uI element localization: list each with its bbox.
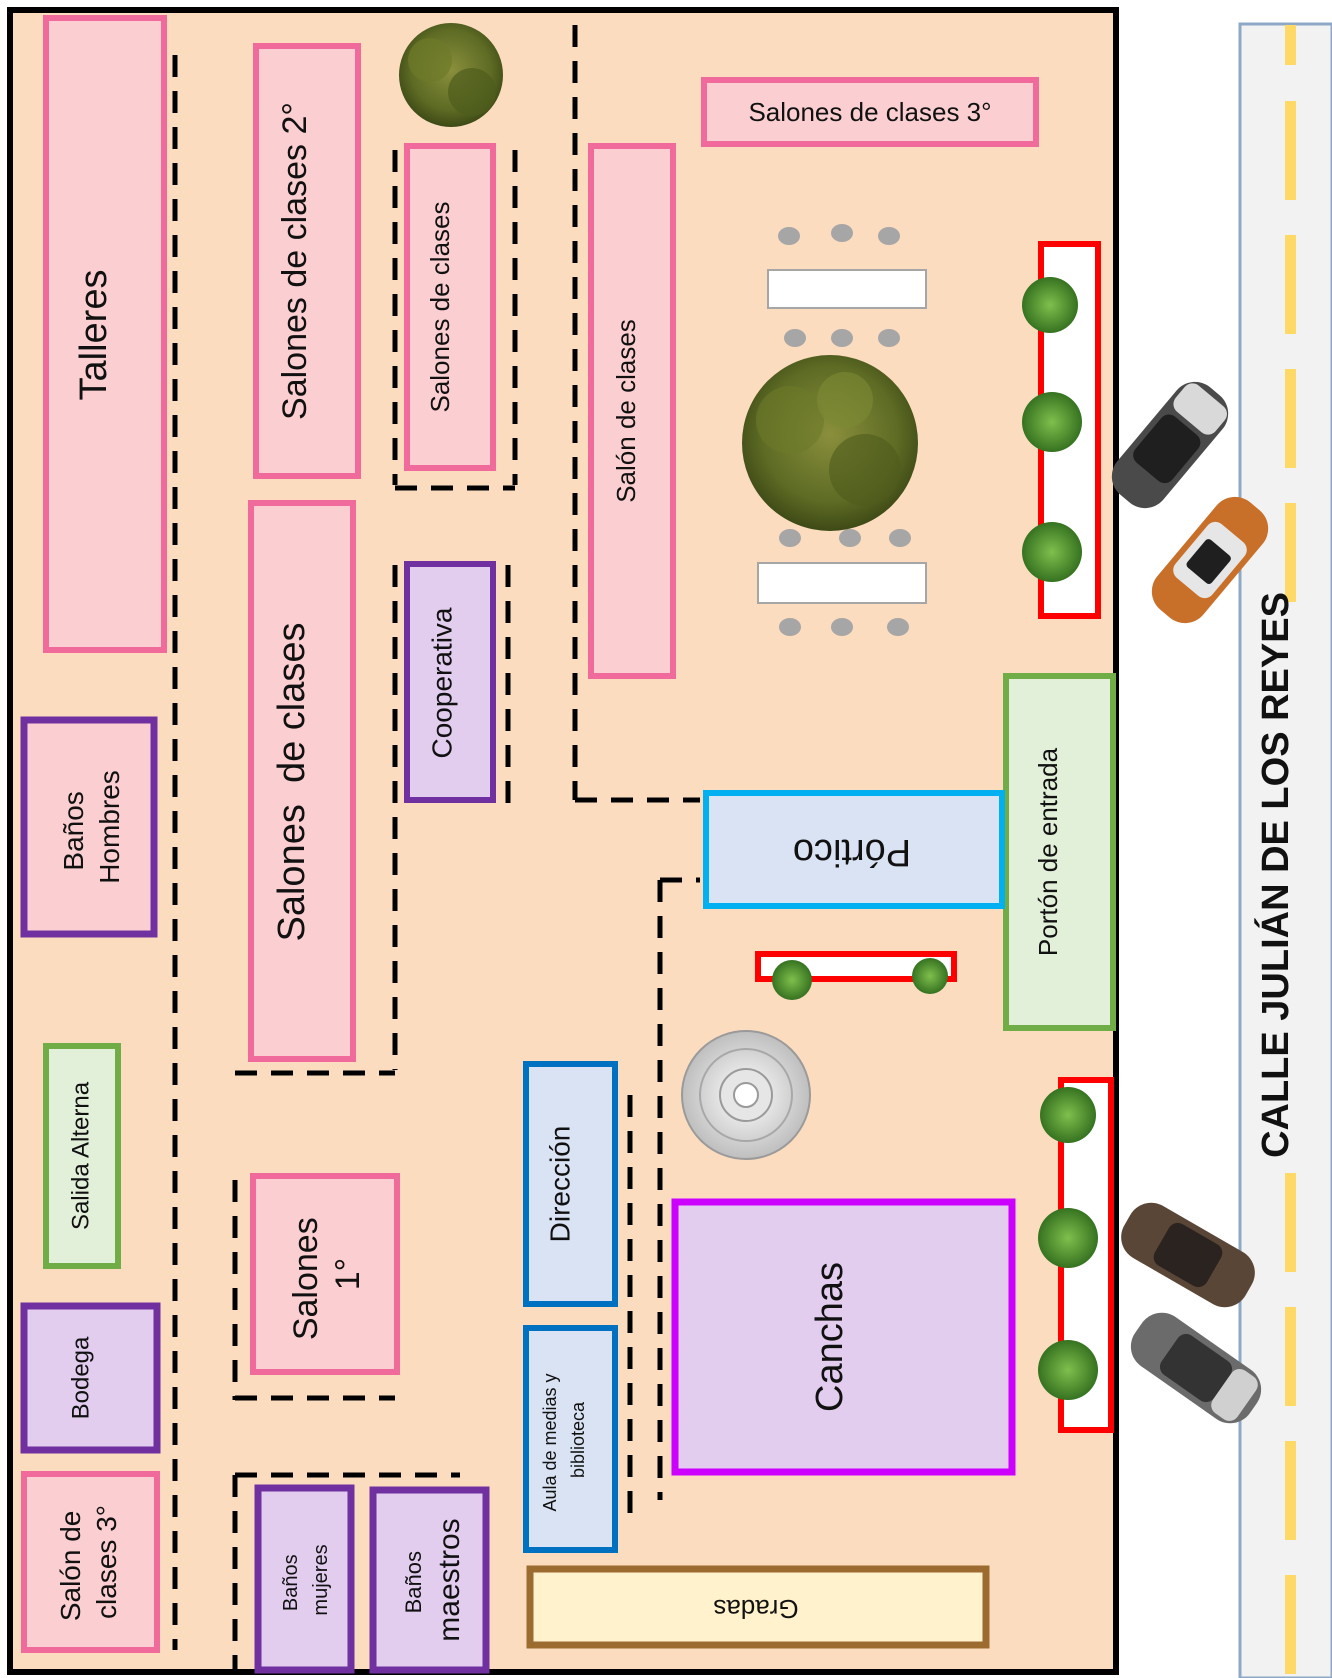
portico-label: Pórtico: [793, 831, 911, 873]
salones-1-line1: Salones: [287, 1217, 325, 1340]
bodega-building: [20, 1302, 161, 1454]
porton-building: [1003, 673, 1116, 1031]
banos-maestros-label: Baños maestros: [401, 1518, 466, 1641]
porton-label: Portón de entrada: [1033, 747, 1063, 956]
shrubs-top: [1022, 277, 1082, 582]
salones-3-top-building: [701, 77, 1039, 147]
car-gray-bottom: [1130, 1312, 1262, 1424]
canchas-label: Canchas: [809, 1262, 851, 1412]
salones-1-building: [250, 1173, 400, 1375]
street-center-line: [1285, 25, 1296, 1674]
car-orange-top: [1151, 496, 1269, 624]
shrubs-middle: [772, 958, 948, 1000]
aula-medias-building: [523, 1325, 618, 1553]
salones-2-label: Salones de clases 2°: [276, 102, 314, 420]
fountain: [681, 1030, 811, 1160]
salones-3-top-label: Salones de clases 3°: [748, 97, 991, 127]
aula-medias-label: Aula de medias y biblioteca: [540, 1368, 588, 1511]
car-gray-top: [1111, 381, 1229, 509]
cooperativa-building: [404, 561, 496, 803]
salon-de-clases-label: Salón de clases: [611, 319, 641, 503]
shrubs-bottom: [1038, 1087, 1098, 1400]
banos-mujeres-line1: Baños: [280, 1554, 302, 1611]
canchas-area: [671, 1198, 1016, 1476]
bodega-label: Bodega: [67, 1336, 94, 1419]
banos-maestros-line2: maestros: [433, 1518, 466, 1641]
banos-hombres-line1: Baños: [58, 791, 89, 870]
banos-hombres-building: [20, 716, 158, 938]
salon-3-bottom-line1: Salón de: [55, 1511, 86, 1622]
salida-alterna-building: [43, 1043, 121, 1269]
walkways: [172, 25, 700, 1670]
salones-1-line2: 1°: [329, 1258, 367, 1291]
banos-hombres-label: Baños Hombres: [58, 770, 125, 884]
banos-mujeres-line2: mujeres: [310, 1544, 332, 1615]
cooperativa-label: Cooperativa: [426, 607, 457, 758]
salones-2-building: [253, 43, 361, 479]
portico-building: [703, 790, 1005, 909]
salones-clases-top-building: [404, 143, 496, 471]
salida-alterna-label: Salida Alterna: [67, 1081, 94, 1230]
patio-seating: [757, 224, 927, 636]
car-brown-bottom: [1121, 1202, 1255, 1308]
direccion-building: [523, 1061, 618, 1307]
direccion-label: Dirección: [544, 1126, 575, 1243]
salones-clases-mid-building: [248, 500, 356, 1062]
street-name: CALLE JULIÁN DE LOS REYES: [1253, 592, 1297, 1158]
salon-3-bottom-building: [21, 1471, 160, 1653]
salon-de-clases-building: [588, 143, 676, 679]
salones-clases-mid-label: Salones de clases: [271, 623, 313, 942]
aula-medias-line1: Aula de medias y: [540, 1373, 560, 1511]
tree-patio: [742, 355, 918, 531]
talleres-label: Talleres: [73, 270, 115, 401]
banos-hombres-line2: Hombres: [94, 770, 125, 884]
banos-maestros-line1: Baños: [401, 1551, 426, 1613]
banos-maestros-building: [369, 1486, 490, 1674]
salon-3-bottom-label: Salón de clases 3°: [55, 1503, 122, 1621]
banos-mujeres-label: Baños mujeres: [280, 1544, 332, 1615]
salon-3-bottom-line2: clases 3°: [91, 1505, 122, 1619]
banos-mujeres-building: [254, 1484, 355, 1674]
salones-clases-top-label: Salones de clases: [425, 201, 455, 412]
salones-1-label: Salones 1°: [287, 1208, 367, 1340]
talleres-building: [43, 15, 167, 653]
aula-medias-line2: biblioteca: [568, 1401, 588, 1478]
gradas-label: Gradas: [713, 1594, 798, 1624]
gradas-area: [526, 1565, 990, 1649]
